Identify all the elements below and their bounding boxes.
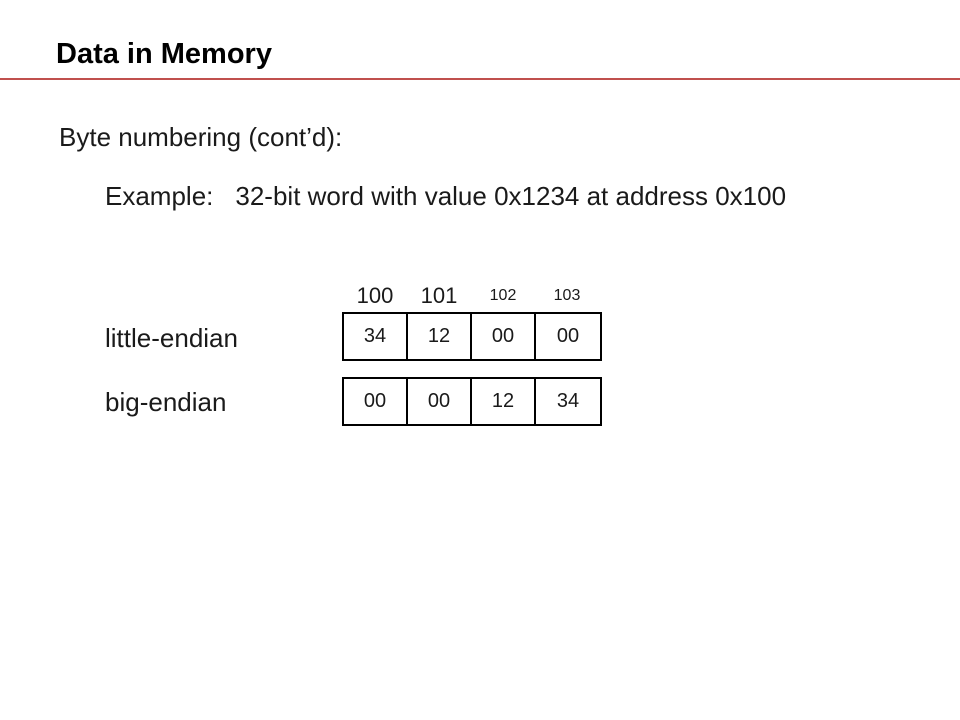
address-label: 100 xyxy=(356,283,394,308)
example-text-block: Example: 32-bit word with value 0x1234 at… xyxy=(105,177,885,215)
big-endian-memory-row: 00 00 12 34 xyxy=(342,377,602,426)
byte-cell: 34 xyxy=(344,314,408,359)
byte-cell: 00 xyxy=(556,325,580,347)
big-endian-label: big-endian xyxy=(105,387,227,417)
slide-title: Data in Memory xyxy=(56,38,272,70)
byte-cell: 00 xyxy=(408,379,472,424)
byte-cell: 12 xyxy=(408,314,472,359)
example-label: Example: xyxy=(105,181,214,211)
byte-cell: 00 xyxy=(472,314,536,359)
address-label: 103 xyxy=(553,287,581,304)
byte-cell: 34 xyxy=(556,390,580,412)
address-label: 102 xyxy=(489,287,517,304)
little-endian-label: little-endian xyxy=(105,323,238,353)
address-label: 101 xyxy=(420,283,458,308)
byte-cell: 12 xyxy=(472,379,536,424)
little-endian-memory-row: 34 12 00 00 xyxy=(342,312,602,361)
title-divider xyxy=(0,78,960,80)
example-description: 32-bit word with value 0x1234 at address… xyxy=(235,181,787,211)
subheading: Byte numbering (cont’d): xyxy=(59,122,343,152)
byte-cell: 00 xyxy=(344,379,408,424)
